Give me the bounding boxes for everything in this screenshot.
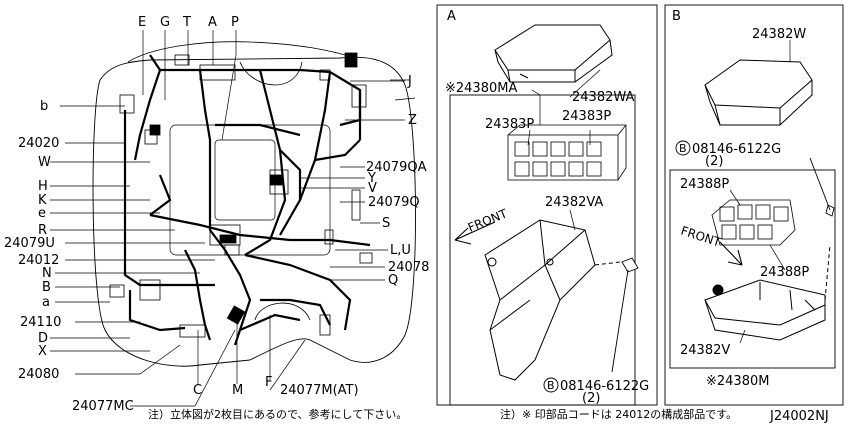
diagram-code: J24002NJ (769, 409, 829, 424)
label-V: V (368, 181, 377, 196)
relay-block-icon (507, 124, 627, 181)
bolt-icon-a (611, 257, 639, 373)
fuse-box-base-icon-b (704, 244, 831, 341)
front-arrow-icon-b (719, 241, 743, 266)
label-W: W (38, 155, 51, 170)
panel-leader-lines (527, 40, 791, 344)
wire-harness (123, 54, 371, 346)
label-24079Q: 24079Q (368, 195, 420, 210)
label-bolt-part-a: 08146-6122G (560, 379, 649, 394)
label-24382VA: 24382VA (545, 195, 603, 210)
harness-connectors (109, 52, 373, 338)
label-bolt-qty-b: (2) (705, 154, 723, 169)
bolt-ref-circle-a (543, 377, 559, 393)
fuse-box-cover-icon-b (704, 59, 813, 126)
label-J: J (407, 74, 412, 89)
label-24079U: 24079U (4, 236, 55, 251)
label-T: T (182, 15, 191, 30)
front-arrow-icon-a (454, 221, 496, 245)
label-24382V: 24382V (680, 343, 730, 358)
bolt-ref-letter-b: B (679, 142, 687, 155)
panel-a-label: A (447, 9, 456, 24)
label-S: S (382, 216, 390, 231)
label-24388P-top: 24388P (680, 177, 729, 192)
panel-b-inner-frame (669, 169, 836, 369)
leader-lines (50, 30, 405, 407)
label-24078: 24078 (388, 260, 429, 275)
label-C: C (193, 383, 202, 398)
label-B: B (42, 280, 51, 295)
footnote-left: 注）立体図が2枚目にあるので、参考にして下さい。 (148, 407, 407, 421)
label-24380MA: ※24380MA (445, 81, 517, 96)
label-A: A (208, 15, 217, 30)
label-bolt-part-b: 08146-6122G (692, 142, 781, 157)
bolt-ref-circle-b (675, 140, 691, 156)
label-24383P-left: 24383P (485, 117, 534, 132)
label-24110: 24110 (20, 315, 61, 330)
label-24380M: ※24380M (706, 374, 769, 389)
label-e: e (38, 206, 46, 221)
label-D: D (38, 331, 48, 346)
label-E: E (138, 15, 146, 30)
label-F: F (265, 375, 272, 390)
label-bolt-qty-a: (2) (582, 391, 600, 406)
relay-cluster-icon-b (711, 199, 796, 246)
label-24383P-right: 24383P (562, 109, 611, 124)
label-R: R (38, 223, 47, 238)
label-H: H (38, 179, 48, 194)
fuse-box-cover-icon (494, 24, 613, 83)
label-24020: 24020 (18, 136, 59, 151)
panel-a-inner-frame (449, 94, 636, 406)
label-front-a: FRONT (466, 206, 510, 235)
label-24077MAT: 24077M(AT) (280, 383, 359, 398)
label-24080: 24080 (18, 367, 59, 382)
label-24382WA: 24382WA (572, 90, 634, 105)
panel-b-label: B (672, 9, 681, 24)
label-24382W: 24382W (752, 27, 806, 42)
label-G: G (160, 15, 170, 30)
label-K: K (38, 193, 47, 208)
fuse-box-bracket-icon (484, 219, 621, 381)
label-b: b (40, 99, 48, 114)
label-24388P-bottom: 24388P (760, 265, 809, 280)
footnote-right: 注）※ 印部品コードは 24012の構成部品です。 (500, 407, 737, 421)
label-X: X (38, 344, 47, 359)
label-a: a (42, 295, 50, 310)
label-M: M (232, 383, 243, 398)
label-Z: Z (408, 113, 417, 128)
label-LU: L,U (390, 243, 411, 258)
label-Y: Y (367, 171, 376, 186)
label-Q: Q (388, 273, 398, 288)
label-P: P (231, 15, 239, 30)
panel-b-frame (664, 4, 844, 406)
label-24077MC: 24077MC (72, 399, 134, 414)
bolt-ref-letter-a: B (547, 379, 555, 392)
bolt-icon-b (809, 157, 835, 217)
label-24079QA: 24079QA (366, 160, 427, 175)
label-24012: 24012 (18, 253, 59, 268)
label-N: N (42, 266, 52, 281)
